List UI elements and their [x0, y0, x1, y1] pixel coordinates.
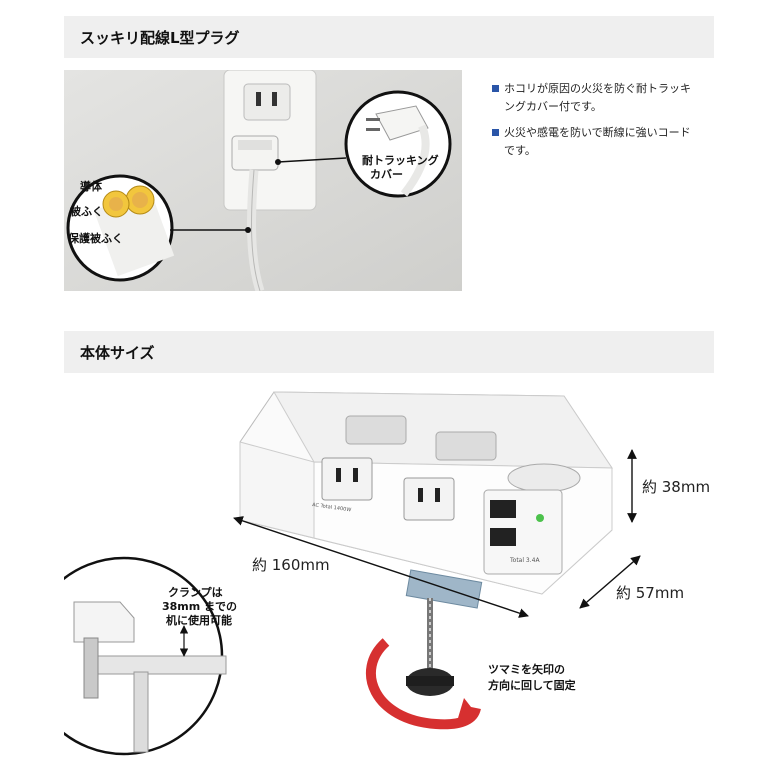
knob-note-line1: ツマミを矢印の [488, 662, 565, 676]
section-header-l-plug: スッキリ配線L型プラグ [64, 16, 714, 58]
usb-total-label: Total 3.4A [509, 557, 540, 564]
ac-total-label: AC Total 1400W [312, 502, 352, 513]
height-dimension-label: 約 38mm [642, 478, 710, 496]
clamp-note-line2: 38mm までの [162, 600, 237, 613]
feature-list: ホコリが原因の火災を防ぐ耐トラッキ ングカバー付です。 火災や感電を防いで断線に… [492, 80, 717, 168]
clamp-knob [365, 638, 481, 730]
width-dimension-line [233, 516, 529, 618]
depth-dimension-line [579, 555, 641, 609]
clamp-note-line3: 机に使用可能 [166, 613, 232, 627]
depth-dimension-label: 約 57mm [616, 584, 684, 602]
list-item: 火災や感電を防いで断線に強いコード です。 [492, 124, 717, 160]
power-strip: AC Total 1400W Total 3.4A [239, 391, 613, 680]
bullet-square-icon [492, 129, 499, 136]
l-plug-photo: 導体 被ふく 保護被ふく 耐トラッキング カバー [64, 70, 462, 291]
clamp-note-line1: クランプは [168, 585, 223, 599]
callout-tracking-cover-line1: 耐トラッキング [362, 153, 439, 167]
width-dimension-label: 約 160mm [252, 556, 330, 574]
section-title: スッキリ配線L型プラグ [80, 28, 240, 47]
callout-coating: 被ふく [70, 204, 103, 218]
knob-note-line2: 方向に回して固定 [488, 678, 576, 692]
bullet-square-icon [492, 85, 499, 92]
clamp-closeup [73, 601, 227, 753]
product-size-diagram: AC Total 1400W Total 3.4A ツマミを矢印の 方向に回して… [64, 391, 710, 756]
section-header-body-size: 本体サイズ [64, 331, 714, 373]
callout-protective-coating: 保護被ふく [67, 231, 123, 245]
list-item: ホコリが原因の火災を防ぐ耐トラッキ ングカバー付です。 [492, 80, 717, 116]
section-title: 本体サイズ [80, 343, 155, 362]
callout-tracking-cover-line2: カバー [370, 168, 403, 181]
callout-conductor: 導体 [80, 179, 103, 193]
